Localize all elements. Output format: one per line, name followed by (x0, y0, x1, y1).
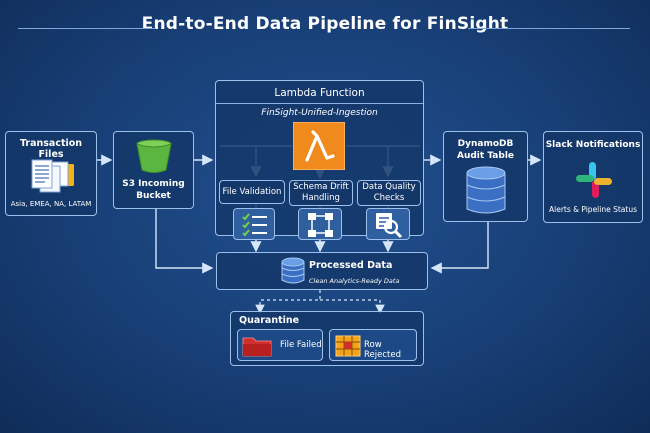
checklist-icon (242, 213, 267, 237)
arrow-dynamo-to-processed (430, 222, 489, 274)
processed-data-title: Processed Data (309, 260, 393, 271)
schema-drift-step: Schema Drift Handling (289, 180, 353, 206)
bucket-icon (136, 139, 172, 173)
slack-icon (576, 162, 612, 198)
slack-title: Slack Notifications (545, 140, 641, 150)
data-quality-label: Data Quality Checks (362, 182, 416, 203)
arrow-s3-to-processed (155, 208, 214, 274)
file-failed-label: File Failed (280, 340, 322, 350)
quarantine-box: Quarantine File Failed Row Rejected (230, 311, 424, 366)
file-failed-tile: File Failed (237, 329, 323, 361)
lambda-divider (216, 103, 423, 104)
dynamodb-box: DynamoDB Audit Table (443, 131, 528, 222)
flowchart-icon (308, 213, 333, 237)
title-divider-left (18, 28, 156, 29)
documents-icon (31, 159, 74, 193)
title-divider-right (468, 28, 630, 29)
lambda-icon (293, 122, 345, 170)
s3-bucket-box: S3 Incoming Bucket (113, 131, 194, 209)
row-rejected-label: Row Rejected (364, 340, 401, 360)
magnifier-icon (376, 213, 403, 239)
row-rejected-tile: Row Rejected (329, 329, 417, 361)
flowchart-tile (298, 208, 342, 240)
lambda-function-name: FinSight-Unified-Ingestion (261, 108, 378, 118)
transaction-files-title: Transaction Files (19, 138, 83, 160)
checklist-tile (233, 208, 275, 240)
inspection-tile (366, 208, 410, 240)
arrow-processed-to-file-failed (255, 290, 321, 315)
file-validation-label: File Validation (222, 187, 282, 197)
processed-data-box: Processed Data Clean Analytics-Ready Dat… (216, 252, 428, 290)
transaction-regions: Asia, EMEA, NA, LATAM (10, 200, 92, 208)
table-rejected-icon (335, 335, 361, 357)
quarantine-title: Quarantine (239, 315, 300, 326)
slack-subtitle: Alerts & Pipeline Status (548, 205, 637, 214)
schema-drift-label: Schema Drift Handling (293, 182, 349, 203)
folder-failed-icon (242, 337, 272, 357)
data-quality-step: Data Quality Checks (357, 180, 421, 206)
arrow-processed-to-row-rejected (320, 299, 385, 315)
file-validation-step: File Validation (219, 180, 285, 204)
dynamodb-title: DynamoDB Audit Table (456, 139, 515, 161)
transaction-files-box: Transaction Files Asia, EMEA, NA, LATAM (5, 131, 97, 216)
page-title: End-to-End Data Pipeline for FinSight (141, 14, 509, 34)
processed-data-subtitle: Clean Analytics-Ready Data (309, 277, 400, 285)
database-icon (466, 166, 506, 214)
lambda-title: Lambda Function (274, 87, 365, 99)
s3-bucket-title: S3 Incoming Bucket (122, 179, 185, 201)
slack-notifications-box: Slack Notifications Alerts & Pipeline St… (543, 131, 643, 223)
processed-database-icon (281, 257, 305, 284)
